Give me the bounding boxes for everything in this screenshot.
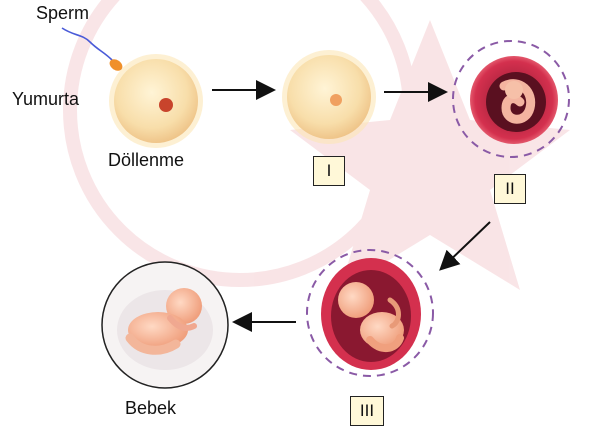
egg-cell — [109, 54, 203, 148]
fertilization-label: Döllenme — [108, 150, 184, 171]
stage-2-box: II — [494, 174, 526, 204]
zygote-cell — [282, 50, 376, 144]
baby-label: Bebek — [125, 398, 176, 419]
stage-1-box: I — [313, 156, 345, 186]
stage-3-box: III — [350, 396, 384, 426]
egg-nucleus — [159, 98, 173, 112]
egg-label: Yumurta — [12, 89, 79, 110]
baby-illustration — [102, 262, 228, 388]
sperm-label: Sperm — [36, 3, 89, 24]
fetus-illustration — [307, 250, 433, 376]
